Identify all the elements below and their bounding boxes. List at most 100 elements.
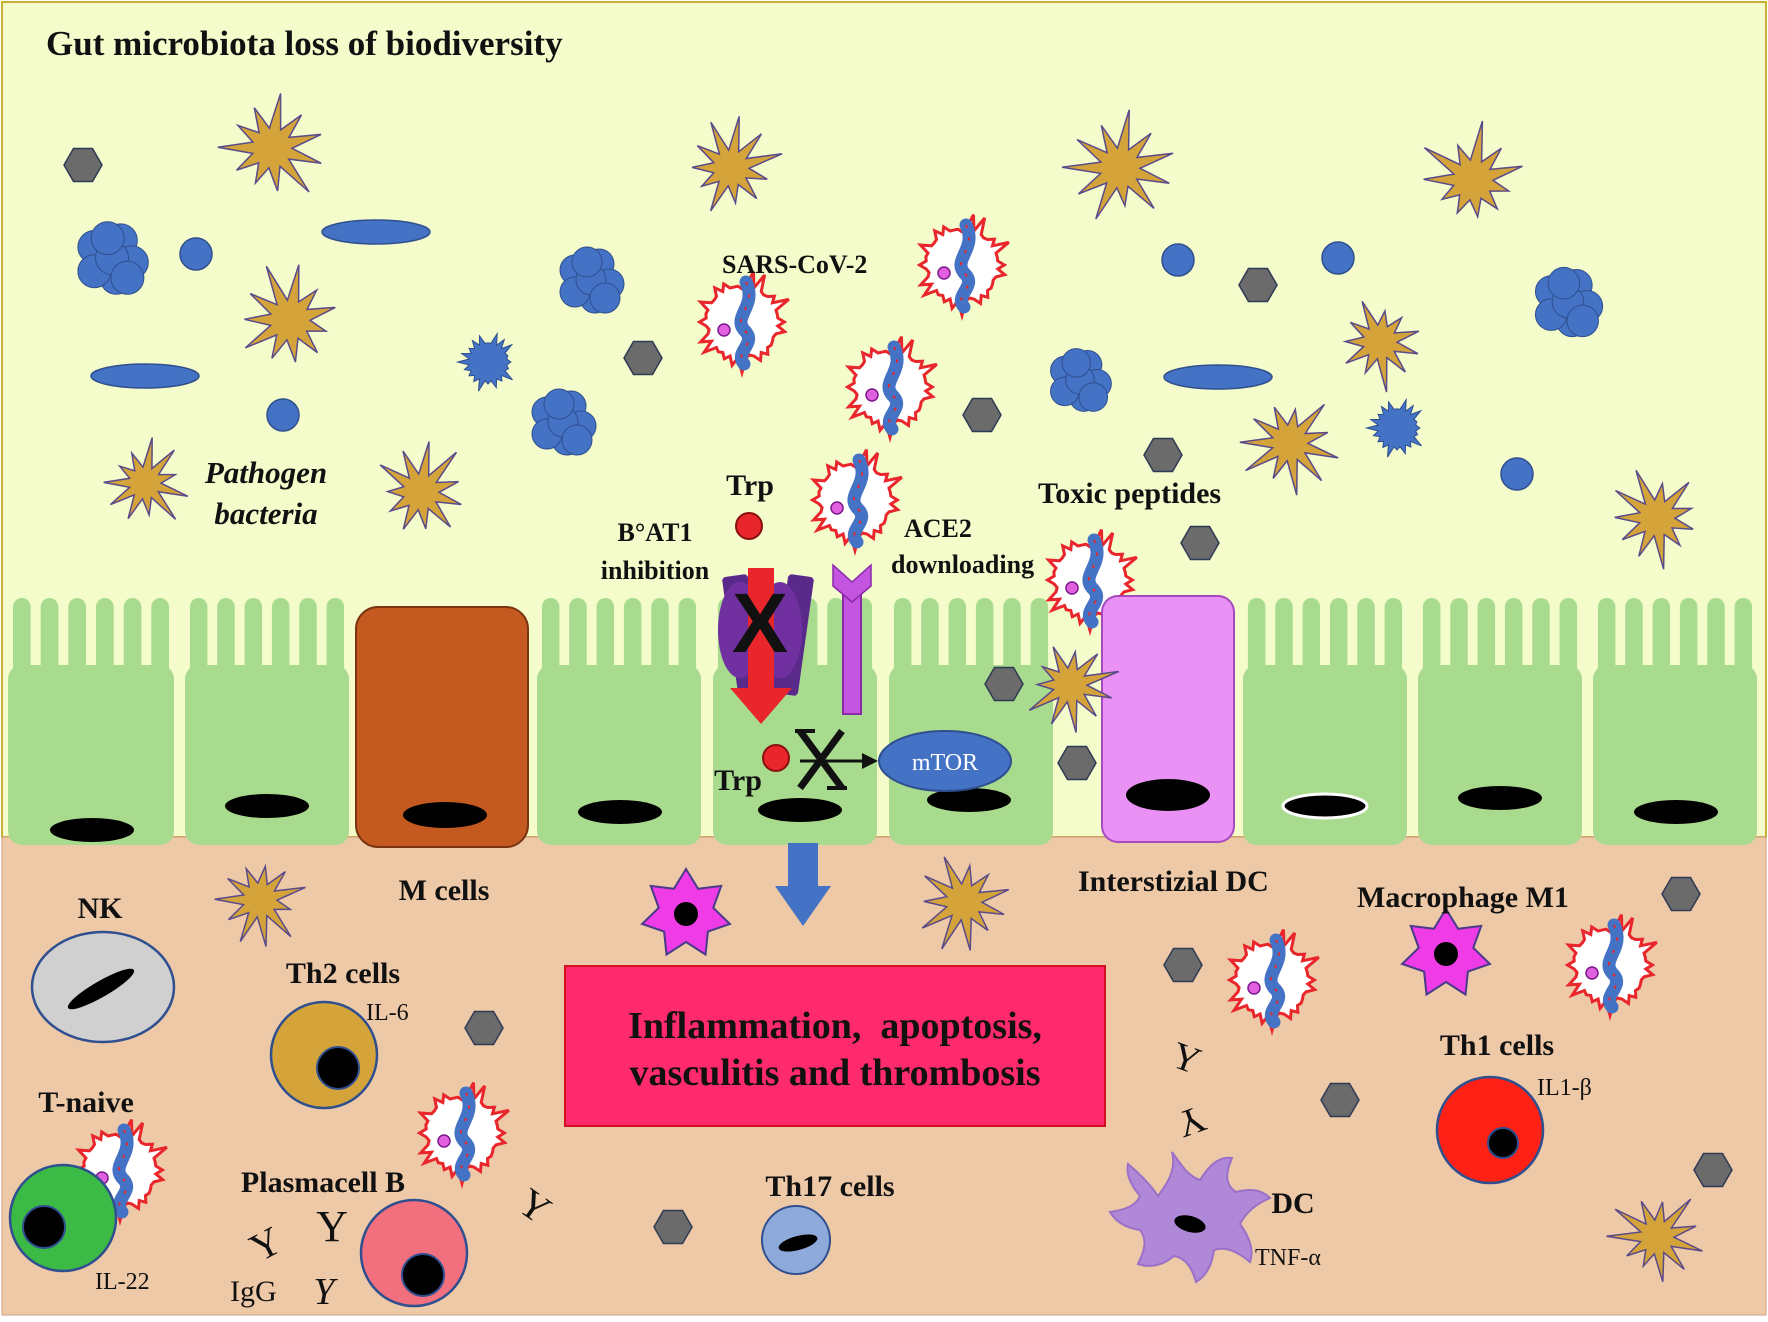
toxic-peptide-icon [1661,876,1701,912]
blue-microbe-icon [559,246,625,314]
blocked-signal-arrow [795,728,878,791]
pathogen-bacteria-icon [691,116,783,212]
pathogen-label-2: bacteria [214,496,317,531]
toxic-peptide-icon [1163,947,1203,983]
toxic-peptide-icon [984,666,1024,702]
trp-label-bottom: Trp [714,764,762,797]
sars-cov-2-virion-icon [696,271,790,379]
blue-microbe-icon [1161,243,1195,277]
sars-cov-2-label: SARS-CoV-2 [722,250,867,279]
sars-cov-2-virion-icon [809,449,903,557]
blue-microbe-icon [179,237,213,271]
pathogen-bacteria-icon [217,93,322,193]
blue-microbe-icon [1050,348,1112,412]
m-cell [355,606,529,848]
pathogen-bacteria-icon [1606,1198,1703,1283]
diagram-title: Gut microbiota loss of biodiversity [46,24,563,63]
pathogen-bacteria-icon [1028,646,1119,733]
sars-cov-2-virion-icon [1226,929,1320,1037]
enterocyte-cell [537,598,701,845]
tnf-alpha-label: TNF-α [1255,1245,1321,1271]
pathogen-bacteria-icon [244,264,336,363]
toxic-peptide-icon [464,1010,504,1046]
sars-cov-2-virion-icon [844,336,938,444]
toxic-peptide-icon [653,1209,693,1245]
macrophage-cell [1400,907,1492,997]
mtor-node [878,730,1012,792]
il1b-label: IL1-β [1537,1075,1592,1101]
toxic-peptide-icon [1320,1082,1360,1118]
trp-uptake-arrow [730,568,792,724]
th1-cells-label: Th1 cells [1440,1029,1554,1062]
plasma-b-cell [359,1198,469,1308]
dc-label: DC [1271,1187,1314,1220]
th2-cell [269,1000,379,1110]
pathogen-bacteria-icon [1061,109,1174,220]
outcome-box [564,965,1106,1127]
antibody-icon: Y [313,1271,338,1313]
signal-down-arrow [775,843,831,926]
blue-microbe-icon [1321,241,1355,275]
pathogen-bacteria-icon [379,441,462,530]
blue-microbe-icon [1364,397,1423,458]
enterocyte-cell [1418,598,1582,845]
plasmacell-b-label: Plasmacell B [241,1166,405,1199]
interstitial-dc-label: Interstizial DC [1078,865,1269,898]
mtor-label: mTOR [912,750,978,776]
toxic-peptide-icon [1693,1152,1733,1188]
pathogen-label-1: Pathogen [204,455,327,490]
il22-label: IL-22 [95,1269,150,1295]
ace2-receptor [832,563,872,715]
toxic-peptide-icon [962,397,1002,433]
b0at1-label-2: inhibition [601,556,710,585]
enterocyte-cell [185,598,349,845]
blue-microbe-icon [266,398,300,432]
th2-cells-label: Th2 cells [286,957,400,990]
nk-cell [30,930,176,1044]
t-naive-cell [8,1163,118,1273]
toxic-peptide-icon [623,340,663,376]
blue-microbe-icon [531,388,597,456]
trp-molecule-cell [762,744,790,772]
blue-microbe-icon [321,219,431,245]
toxic-peptide-icon [1238,267,1278,303]
goblet-cell [1101,595,1235,843]
blue-microbe-icon [455,331,514,392]
toxic-peptides-label: Toxic peptides [1038,477,1221,510]
th17-cell [761,1205,831,1275]
th1-cell [1435,1075,1545,1185]
intestinal-epithelium [8,595,1757,848]
trp-molecule-lumen [735,512,763,540]
enterocyte-cell [1243,598,1407,845]
trp-label-top: Trp [726,469,774,502]
toxic-peptide-icon [63,147,103,183]
sars-cov-2-virion-icon [416,1082,510,1190]
t-naive-label: T-naive [38,1086,134,1119]
lumen-microbes [63,93,1695,637]
il6-label: IL-6 [366,1000,409,1026]
igg-label: IgG [230,1275,277,1308]
pathogen-bacteria-icon [1239,403,1339,496]
b0at1-label-1: B°AT1 [618,518,693,547]
outcome-line-1: Inflammation, apoptosis, [628,1005,1042,1047]
pathogen-bacteria-icon [921,856,1010,951]
blue-microbe-icon [77,221,149,295]
th17-cells-label: Th17 cells [765,1170,894,1203]
blue-microbe-icon [1163,364,1273,390]
ace2-label-2: downloading [891,550,1034,579]
macrophage-cell [640,867,732,957]
pathogen-bacteria-icon [1342,300,1420,393]
sars-cov-2-virion-icon [1564,914,1658,1022]
nk-label: NK [78,892,124,925]
blue-microbe-icon [1500,457,1534,491]
dendritic-cell-icon [1108,1151,1272,1284]
toxic-peptide-icon [1180,525,1220,561]
enterocyte-cell [8,598,174,845]
m-cells-label: M cells [399,874,490,907]
enterocyte-cell [1593,598,1757,845]
pathogen-bacteria-icon [1423,120,1523,220]
tissue-objects [8,856,1733,1308]
pathogen-bacteria-icon [214,863,306,947]
